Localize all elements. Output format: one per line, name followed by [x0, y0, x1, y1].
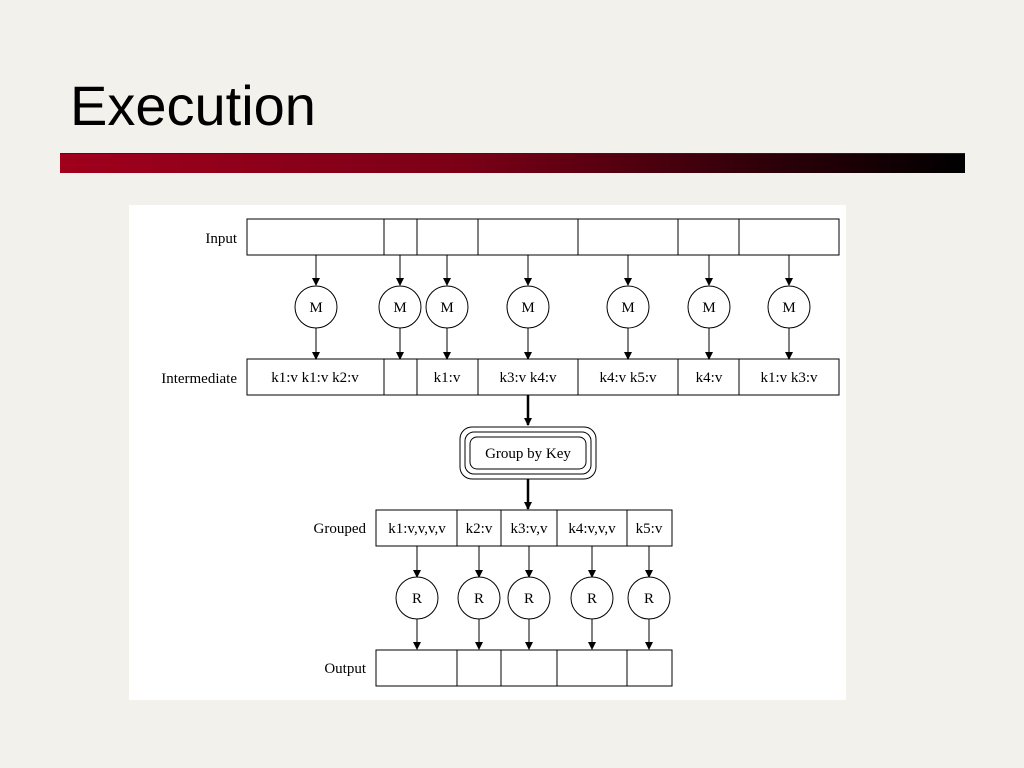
reduce-node-label: R [587, 591, 597, 607]
input-row [246, 218, 840, 256]
grouped-cell: k5:v [636, 521, 663, 537]
reduce-node-label: R [524, 591, 534, 607]
map-node: M [378, 285, 422, 329]
mapreduce-diagram: Input Intermediate Grouped Output M M M … [129, 205, 846, 700]
row-label-input: Input [205, 231, 237, 247]
map-node: M [606, 285, 650, 329]
map-node-label: M [440, 300, 453, 316]
intermediate-cell: k1:v k1:v k2:v [271, 370, 359, 386]
map-node-label: M [521, 300, 534, 316]
group-by-key-node: Group by Key [459, 426, 597, 480]
row-label-intermediate: Intermediate [161, 371, 237, 387]
reduce-node-label: R [474, 591, 484, 607]
grouped-row: k1:v,v,v,v k2:v k3:v,v k4:v,v,v k5:v [375, 509, 673, 547]
map-workers: M M M M M M M [294, 285, 811, 329]
reduce-node: R [570, 576, 614, 620]
intermediate-cell: k4:v k5:v [599, 370, 657, 386]
grouped-cell: k1:v,v,v,v [388, 521, 446, 537]
intermediate-cell: k3:v k4:v [499, 370, 557, 386]
reduce-node: R [507, 576, 551, 620]
map-node: M [767, 285, 811, 329]
reduce-node: R [457, 576, 501, 620]
intermediate-cell: k1:v k3:v [760, 370, 818, 386]
reduce-node: R [395, 576, 439, 620]
reduce-workers: R R R R R [395, 576, 671, 620]
map-node-label: M [393, 300, 406, 316]
reduce-node-label: R [412, 591, 422, 607]
reduce-node: R [627, 576, 671, 620]
map-node-label: M [621, 300, 634, 316]
title-divider-bar [60, 153, 965, 173]
reduce-node-label: R [644, 591, 654, 607]
grouped-cell: k3:v,v [511, 521, 548, 537]
map-node-label: M [782, 300, 795, 316]
map-node-label: M [309, 300, 322, 316]
map-node: M [425, 285, 469, 329]
map-node-label: M [702, 300, 715, 316]
intermediate-cell: k1:v [434, 370, 461, 386]
grouped-cell: k4:v,v,v [568, 521, 616, 537]
grouped-cell: k2:v [466, 521, 493, 537]
intermediate-cell: k4:v [696, 370, 723, 386]
map-node: M [687, 285, 731, 329]
map-node: M [294, 285, 338, 329]
group-by-key-label: Group by Key [485, 446, 571, 462]
slide-title: Execution [70, 74, 316, 137]
intermediate-row: k1:v k1:v k2:v k1:v k3:v k4:v k4:v k5:v … [246, 358, 840, 396]
row-label-grouped: Grouped [314, 521, 367, 537]
row-label-output: Output [324, 661, 367, 677]
map-node: M [506, 285, 550, 329]
output-row [375, 649, 673, 687]
